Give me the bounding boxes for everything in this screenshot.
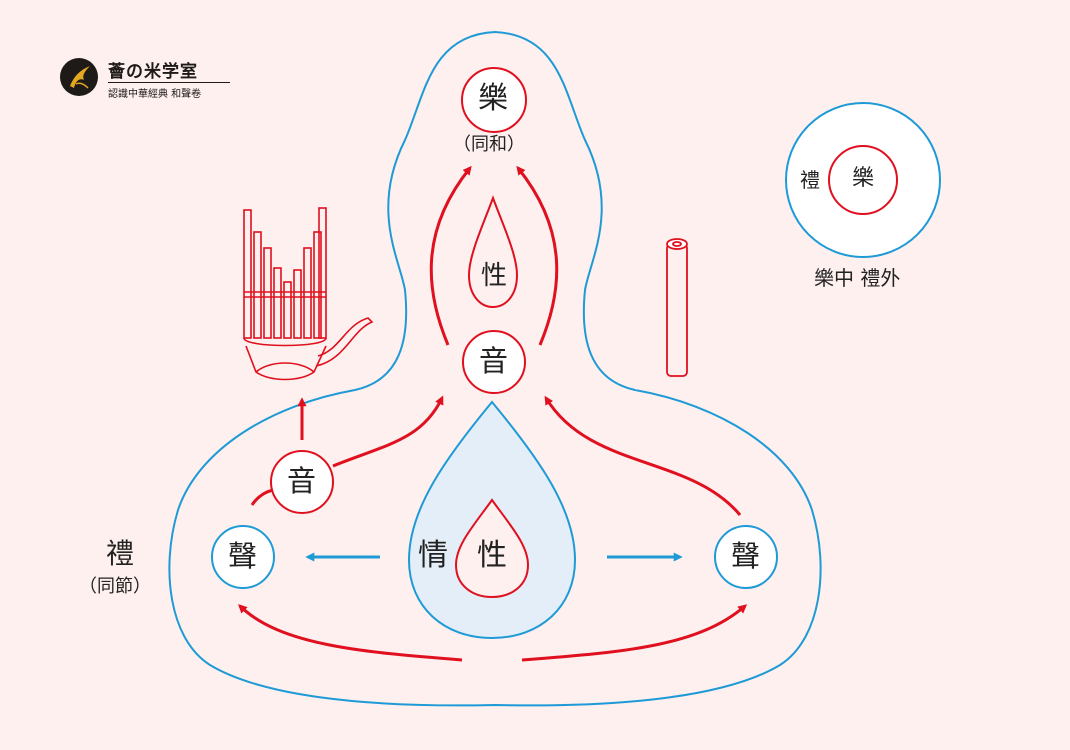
- sheng-mouth-organ-icon: [243, 207, 374, 381]
- phoenix-logo-icon: [60, 58, 98, 96]
- arrow-bottom-to-sheng-right: [521, 604, 748, 662]
- arrow-sheng-left-to-yin-left: [250, 488, 274, 506]
- label-yue-top: 樂: [478, 81, 508, 116]
- yue-top-circle: [461, 67, 527, 133]
- brand-title: 薈の米学室: [108, 62, 198, 82]
- label-sheng-left: 聲: [228, 539, 258, 573]
- label-inset-caption: 樂中 禮外: [814, 266, 901, 290]
- label-qing: 情: [418, 538, 448, 573]
- arrow-sheng-right-to-yin-center: [544, 395, 742, 516]
- yin-left-circle: [270, 450, 334, 514]
- arrow-yin-left-to-yin-center: [332, 395, 444, 468]
- label-inset-li: 禮: [800, 168, 820, 192]
- sheng-right-circle: [714, 525, 778, 589]
- arrow-yin-to-yue-right: [516, 165, 559, 346]
- arrow-bottom-to-sheng-left: [238, 604, 463, 662]
- inset-inner-circle: [828, 145, 898, 215]
- label-tong-jie: （同節）: [79, 576, 151, 597]
- label-li: 禮: [106, 537, 135, 570]
- nature-teardrop-top: [467, 195, 519, 309]
- label-yin-left: 音: [287, 464, 317, 498]
- nature-teardrop-bottom: [454, 498, 530, 599]
- yin-center-circle: [462, 330, 526, 394]
- label-yin-center: 音: [479, 344, 509, 378]
- label-sheng-right: 聲: [731, 539, 761, 573]
- label-inset-yue: 樂: [852, 166, 875, 191]
- arrow-yin-to-yue-left: [429, 165, 472, 346]
- brand-logo: 薈の米学室 認識中華經典 和聲卷: [60, 58, 230, 104]
- brand-divider: [108, 82, 230, 83]
- label-tong-he: （同和）: [453, 134, 525, 155]
- gourd-outline: [168, 30, 822, 707]
- label-xing-top: 性: [481, 261, 508, 291]
- brand-subtitle: 認識中華經典 和聲卷: [108, 89, 202, 100]
- label-xing-bottom: 性: [477, 538, 507, 573]
- sheng-left-circle: [211, 525, 275, 589]
- pipe-tube-icon: [666, 238, 688, 377]
